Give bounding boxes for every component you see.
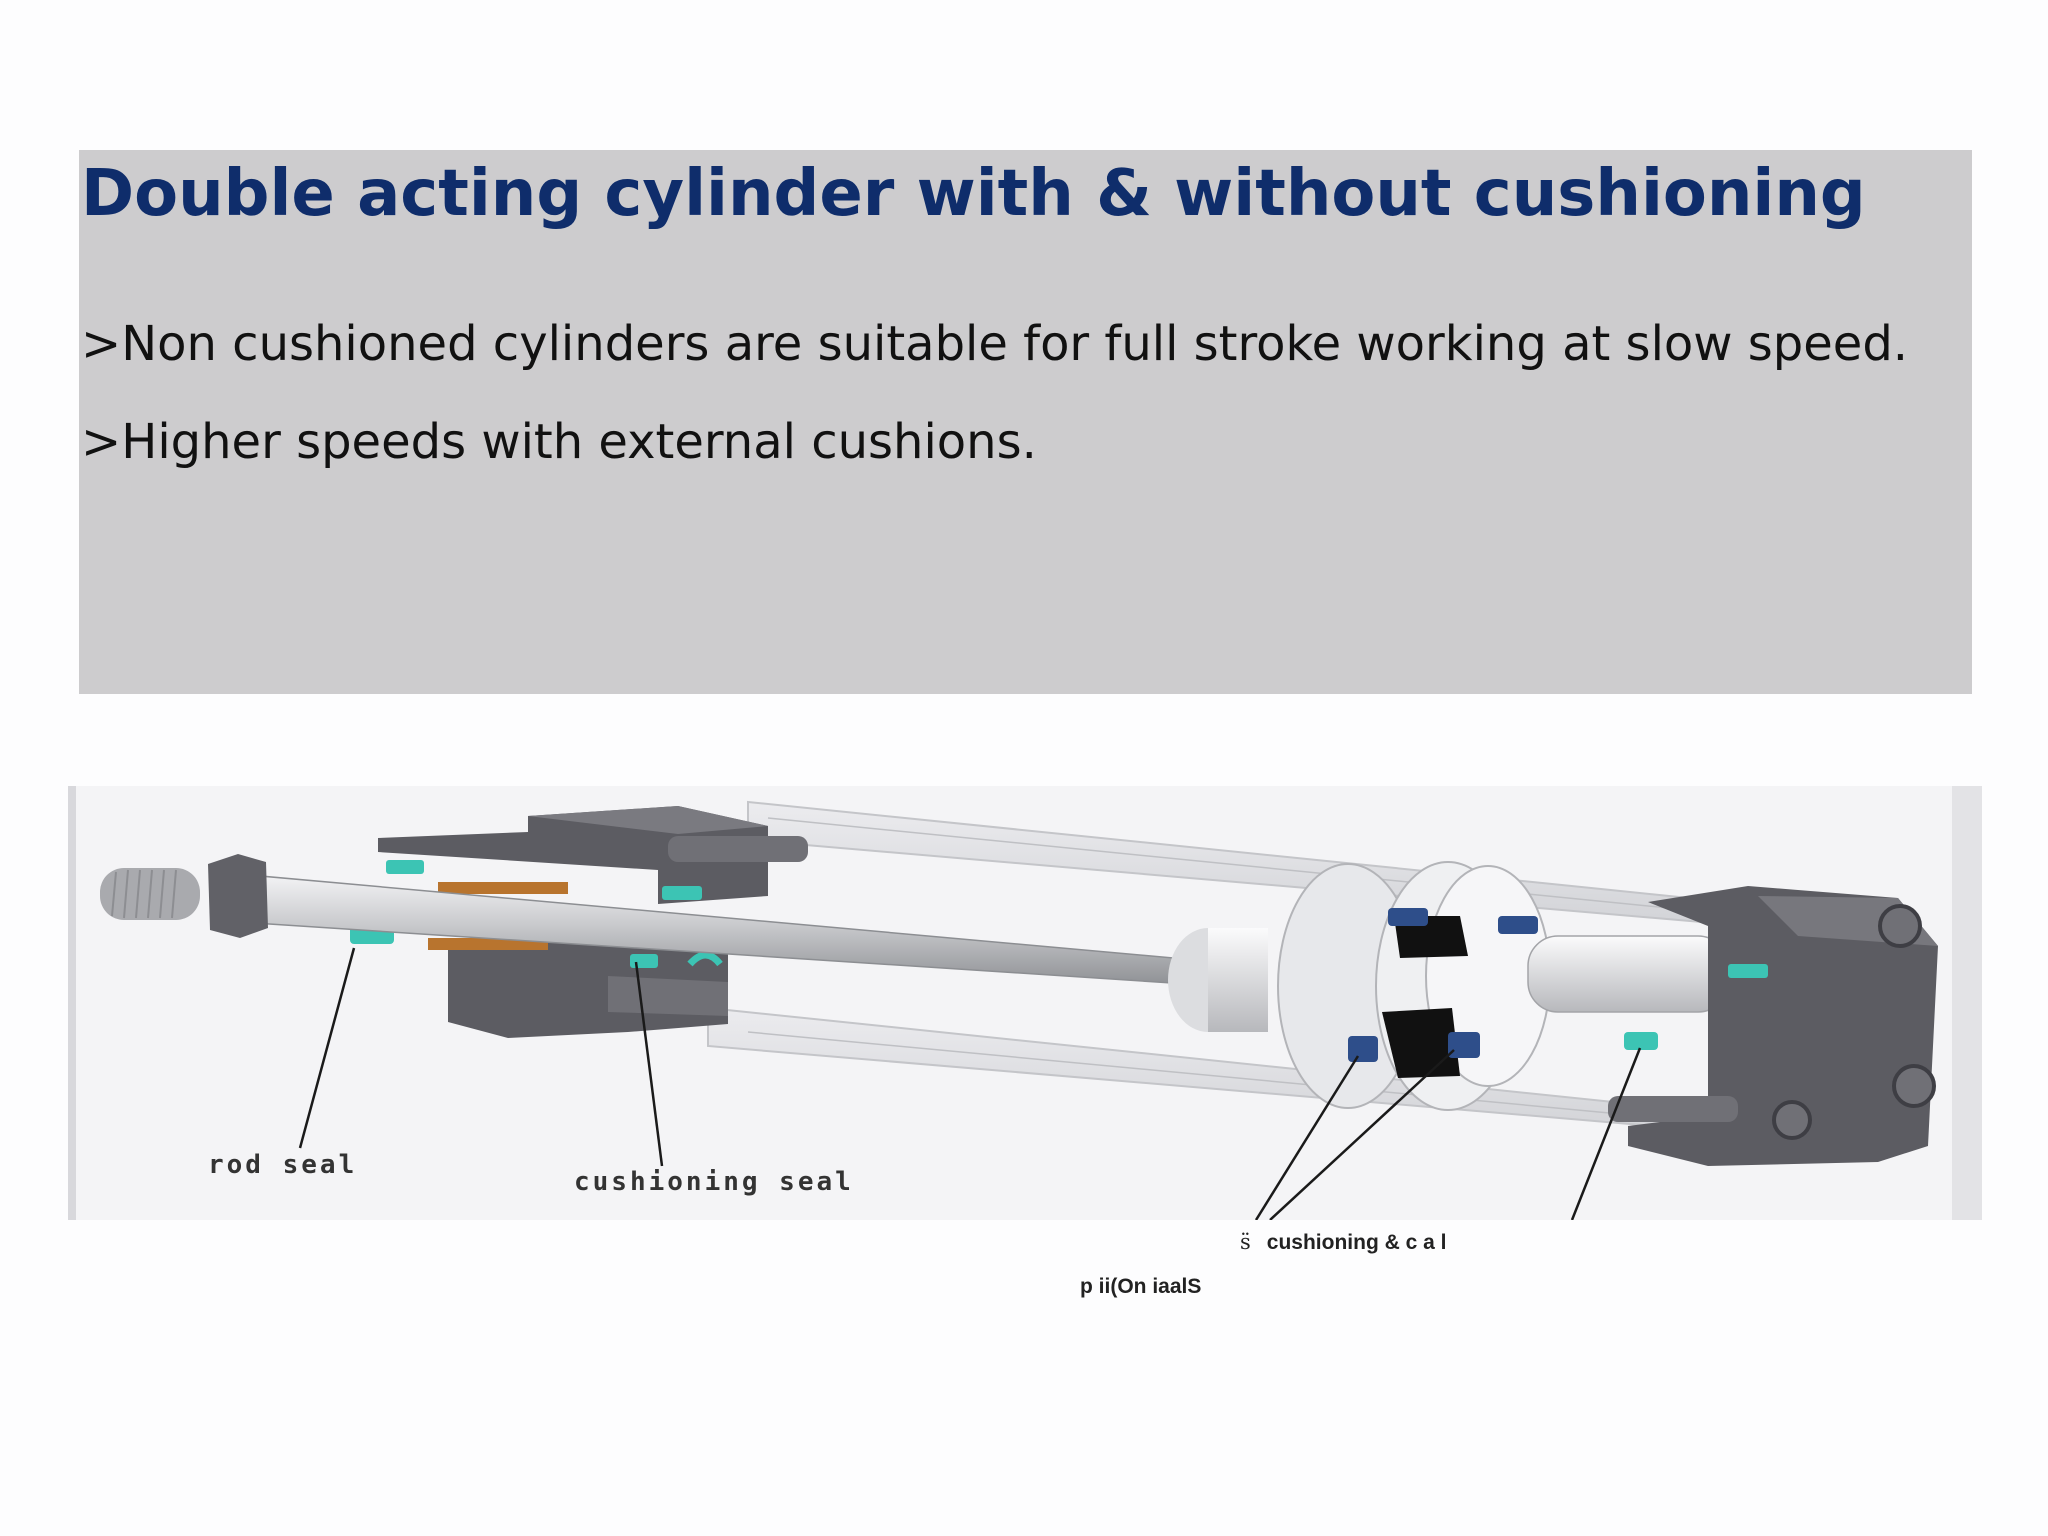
cushioning-seal-label: cushioning seal [574,1167,854,1197]
rod-seal-label: rod seal [208,1150,358,1180]
slide-title: Double acting cylinder with & without cu… [81,157,1866,231]
title-panel: Double acting cylinder with & without cu… [79,150,1972,694]
caption-glyph: s̈ [1240,1230,1251,1254]
caption-line-1: cushioning & c a l [1266,1231,1447,1254]
cylinder-drawing [68,786,1982,1220]
bullet-point-1: >Non cushioned cylinders are suitable fo… [81,316,1909,372]
piston-seal-caption: s̈ cushioning & c a l [1240,1230,1446,1255]
bullet-point-2: >Higher speeds with external cushions. [81,414,1037,470]
caption-line-2: p ii(On iaalS [1080,1275,1202,1298]
cylinder-cutaway-image [68,786,1982,1220]
